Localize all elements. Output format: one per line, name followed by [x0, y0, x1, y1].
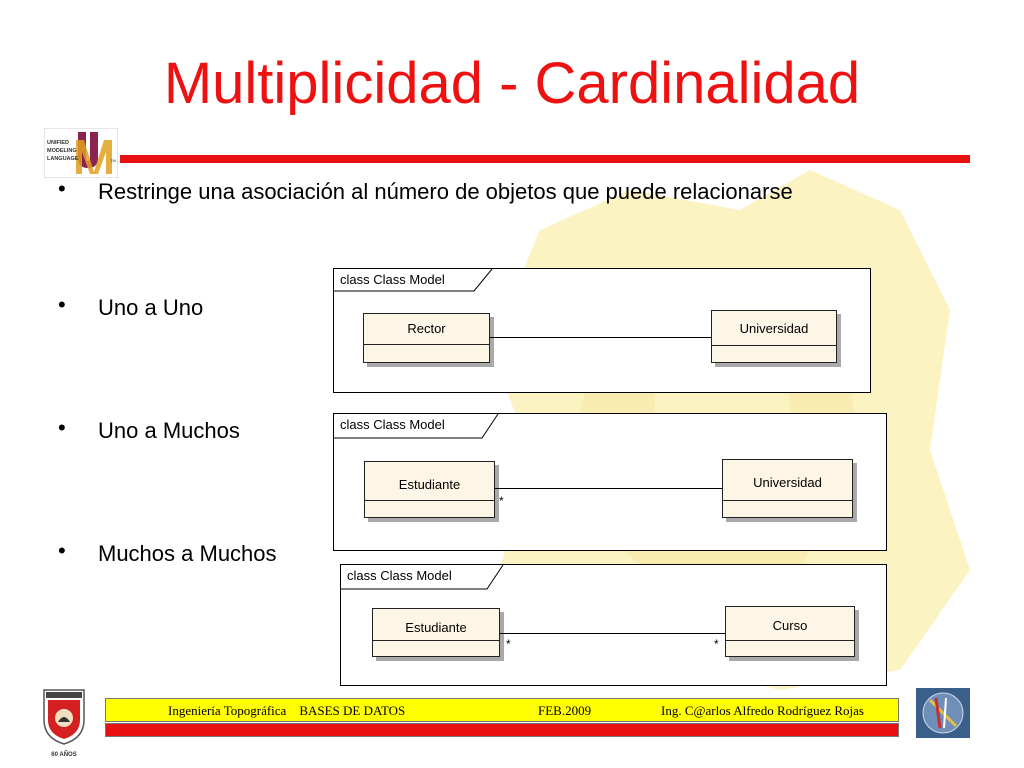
bullet-dot-icon: •	[58, 176, 66, 201]
bullet-dot-icon: •	[58, 415, 66, 440]
class-attributes	[365, 500, 494, 517]
class-attributes	[723, 500, 852, 517]
frame-tab-outline	[341, 565, 504, 590]
class-name: Estudiante	[405, 620, 467, 635]
slide-title: Multiplicidad - Cardinalidad	[163, 51, 861, 116]
bullet-item-definition: • Restringe una asociación al número de …	[56, 176, 858, 207]
uml-logo-tm: TM	[110, 158, 116, 163]
uml-logo-icon: UNIFIED MODELING LANGUAGE TM	[43, 127, 119, 179]
association-line	[499, 633, 725, 634]
uml-logo-line-2: MODELING	[47, 148, 77, 154]
diagram-one-to-one: class Class Model Rector Universidad	[333, 268, 871, 393]
uml-class-rector[interactable]: Rector	[363, 313, 490, 363]
frame-label: class Class Model	[340, 272, 445, 287]
multiplicity-left: *	[499, 494, 504, 508]
uml-logo: UNIFIED MODELING LANGUAGE TM	[43, 127, 119, 179]
class-attributes	[364, 344, 489, 362]
association-line	[489, 337, 711, 338]
class-name: Universidad	[753, 475, 822, 490]
footer-author: Ing. C@arlos Alfredo Rodríguez Rojas	[661, 703, 864, 718]
footer-date: FEB.2009	[538, 703, 592, 718]
uml-class-estudiante[interactable]: Estudiante	[372, 608, 500, 657]
bullet-dot-icon: •	[58, 292, 66, 317]
frame-label: class Class Model	[340, 417, 445, 432]
frame-tab-outline	[334, 414, 499, 439]
class-name: Estudiante	[398, 477, 461, 492]
uml-class-curso[interactable]: Curso	[725, 606, 855, 657]
left-logo-caption: 60 AÑOS	[51, 751, 76, 758]
uml-logo-line-1: UNIFIED	[47, 140, 69, 146]
bullet-item-muchos-a-muchos: • Muchos a Muchos	[56, 538, 277, 569]
bullet-text: Muchos a Muchos	[98, 541, 277, 566]
bullet-dot-icon: •	[58, 538, 66, 563]
class-name: Rector	[407, 321, 446, 336]
multiplicity-right: *	[714, 637, 719, 651]
frame-label: class Class Model	[347, 568, 452, 583]
footer-bar	[105, 698, 899, 722]
class-attributes	[373, 640, 499, 656]
class-name: Curso	[772, 618, 808, 633]
bullet-text: Restringe una asociación al número de ob…	[98, 179, 793, 204]
footer-course: Ingeniería Topográfica BASES DE DATOS	[168, 703, 406, 718]
title-accent-bar	[120, 155, 970, 163]
bullet-text: Uno a Uno	[98, 295, 204, 320]
bullet-text: Uno a Muchos	[98, 418, 240, 443]
association-line	[494, 488, 722, 489]
faculty-emblem-logo	[916, 688, 970, 738]
multiplicity-left: *	[506, 637, 511, 651]
uml-logo-line-3: LANGUAGE	[47, 156, 79, 162]
class-attributes	[726, 640, 854, 656]
diagram-many-to-many: class Class Model Estudiante * * Curso	[340, 564, 887, 686]
uml-class-estudiante[interactable]: Estudiante	[364, 461, 495, 518]
uml-class-universidad[interactable]: Universidad	[722, 459, 853, 518]
uml-class-universidad[interactable]: Universidad	[711, 310, 837, 363]
footer-accent-bar	[105, 723, 899, 737]
university-shield-logo: 60 AÑOS	[43, 689, 85, 758]
class-name: Universidad	[739, 321, 809, 336]
bullet-item-uno-a-uno: • Uno a Uno	[56, 292, 203, 323]
bullet-item-uno-a-muchos: • Uno a Muchos	[56, 415, 240, 446]
diagram-one-to-many: class Class Model Estudiante * Universid…	[333, 413, 887, 551]
frame-tab-outline	[334, 269, 493, 292]
class-attributes	[712, 345, 836, 362]
